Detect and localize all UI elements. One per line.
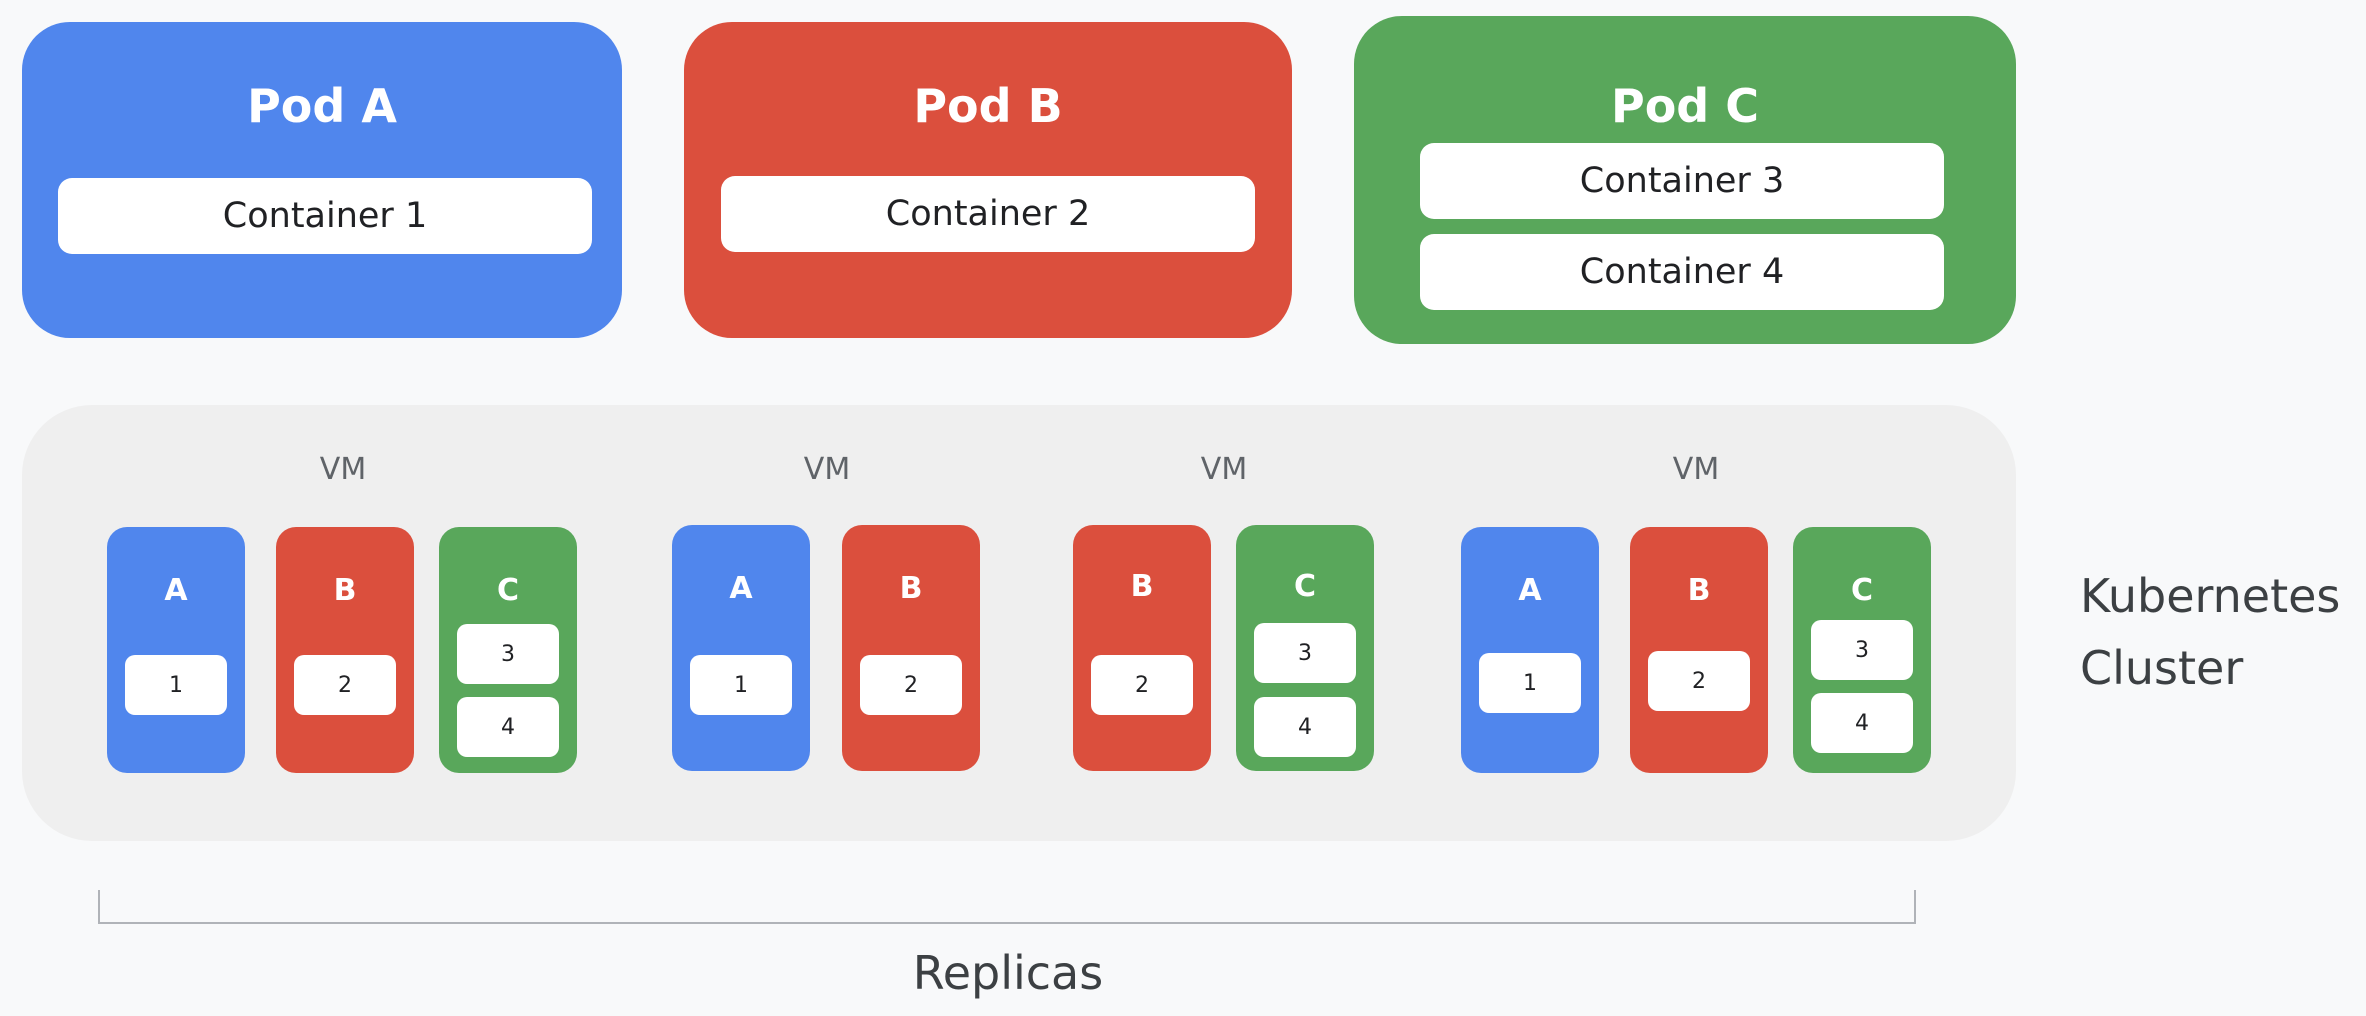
vm-1-pod-a: A 1 (107, 527, 245, 773)
vm-4-pod-b: B 2 (1630, 527, 1768, 773)
vm-2-pod-a-label: A (729, 571, 753, 606)
vm-4-pod-c: C 3 4 (1793, 527, 1931, 773)
replicas-label: Replicas (912, 946, 1104, 1000)
cluster-label-line-1: Kubernetes (2080, 569, 2341, 623)
vm-1-pod-a-label: A (164, 573, 188, 608)
vm-2-pod-b-label: B (899, 571, 923, 606)
container-2-box: Container 2 (721, 176, 1255, 252)
vm-2-pod-a: A 1 (672, 525, 810, 771)
vm-4-pod-c-label: C (1850, 573, 1874, 608)
vm-1-pod-b: B 2 (276, 527, 414, 773)
container-1-box: Container 1 (58, 178, 592, 254)
vm-4-container-4: 4 (1811, 693, 1913, 753)
vm-3-label: VM (1200, 452, 1248, 487)
vm-1-pod-c-label: C (496, 573, 520, 608)
vm-4-container-2: 2 (1648, 651, 1750, 711)
vm-2-container-2: 2 (860, 655, 962, 715)
vm-3-container-3: 3 (1254, 623, 1356, 683)
vm-1-container-3: 3 (457, 624, 559, 684)
vm-3-container-4: 4 (1254, 697, 1356, 757)
pod-a: Pod A Container 1 (22, 22, 622, 338)
vm-4-label: VM (1672, 452, 1720, 487)
vm-3-container-2: 2 (1091, 655, 1193, 715)
pod-b: Pod B Container 2 (684, 22, 1292, 338)
vm-3-pod-c: C 3 4 (1236, 525, 1374, 771)
vm-1-container-4: 4 (457, 697, 559, 757)
pod-c: Pod C Container 3 Container 4 (1354, 16, 2016, 344)
vm-2-label: VM (803, 452, 851, 487)
vm-1-pod-b-label: B (333, 573, 357, 608)
vm-1-container-1: 1 (125, 655, 227, 715)
vm-4-pod-a-label: A (1518, 573, 1542, 608)
vm-3-pod-b-label: B (1130, 569, 1154, 604)
vm-2-container-1: 1 (690, 655, 792, 715)
vm-4-pod-a: A 1 (1461, 527, 1599, 773)
pod-b-title: Pod B (913, 79, 1063, 133)
vm-1-container-2: 2 (294, 655, 396, 715)
vm-3-pod-b: B 2 (1073, 525, 1211, 771)
vm-1-pod-c: C 3 4 (439, 527, 577, 773)
vm-4-pod-b-label: B (1687, 573, 1711, 608)
vm-2-pod-b: B 2 (842, 525, 980, 771)
cluster-label-line-2: Cluster (2080, 641, 2244, 695)
container-4-box: Container 4 (1420, 234, 1944, 310)
pod-c-title: Pod C (1610, 79, 1760, 133)
pod-a-title: Pod A (247, 79, 397, 133)
vm-1-label: VM (319, 452, 367, 487)
kubernetes-cluster-label: Kubernetes Cluster (2080, 560, 2340, 704)
vm-3-pod-c-label: C (1293, 569, 1317, 604)
container-3-box: Container 3 (1420, 143, 1944, 219)
replicas-bracket (98, 890, 1916, 924)
vm-4-container-3: 3 (1811, 620, 1913, 680)
vm-4-container-1: 1 (1479, 653, 1581, 713)
